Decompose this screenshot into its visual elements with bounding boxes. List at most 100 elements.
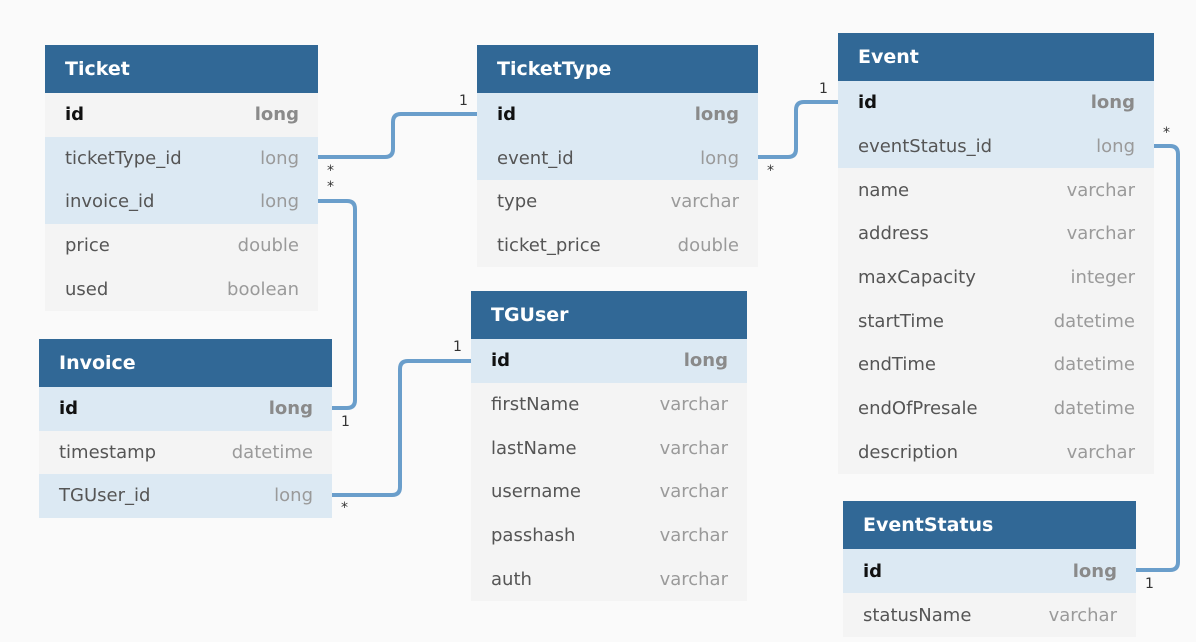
column-name: lastName (491, 437, 577, 459)
table-row: statusName varchar (843, 593, 1136, 637)
column-type: double (237, 235, 299, 257)
column-name: id (497, 104, 517, 126)
column-name: event_id (497, 147, 574, 169)
column-type: varchar (1066, 441, 1135, 463)
column-name: maxCapacity (858, 267, 976, 289)
column-type: varchar (659, 568, 728, 590)
column-type: double (677, 235, 739, 257)
column-type: varchar (1066, 179, 1135, 201)
table-tickettype[interactable]: TicketType id long event_id long type varch… (477, 45, 758, 268)
table-row: maxCapacity integer (838, 256, 1154, 300)
column-name: type (497, 191, 538, 213)
column-name: passhash (491, 525, 576, 547)
table-row: ticket_price double (477, 224, 758, 268)
column-name: timestamp (59, 441, 157, 463)
column-type: datetime (1053, 354, 1135, 376)
table-row: endTime datetime (838, 343, 1154, 387)
column-type: varchar (659, 525, 728, 547)
cardinality-label: * (341, 500, 348, 516)
link-ticket-tickettype (316, 112, 479, 159)
column-type: boolean (227, 278, 299, 300)
column-type: long (1090, 92, 1135, 114)
table-header: EventStatus (843, 501, 1136, 549)
column-name: invoice_id (65, 191, 155, 213)
column-name: ticketType_id (65, 147, 182, 169)
table-row: used boolean (45, 267, 318, 311)
table-row: ticketType_id long (45, 136, 318, 181)
column-name: id (59, 398, 79, 420)
column-name: ticket_price (497, 235, 601, 257)
table-row: endOfPresale datetime (838, 387, 1154, 431)
column-type: long (1072, 560, 1117, 582)
column-type: long (268, 398, 313, 420)
cardinality-label: * (767, 163, 774, 179)
column-type: varchar (670, 191, 739, 213)
table-row: passhash varchar (471, 514, 747, 558)
link-invoice-tguser (330, 359, 473, 497)
table-row: id long (471, 339, 747, 383)
column-type: varchar (659, 394, 728, 416)
table-header: Ticket (45, 45, 318, 93)
column-name: id (858, 92, 878, 114)
table-row: id long (477, 93, 758, 137)
column-type: varchar (1048, 604, 1117, 626)
table-row: event_id long (477, 136, 758, 181)
column-type: datetime (1053, 310, 1135, 332)
table-row: TGUser_id long (39, 474, 332, 518)
column-name: username (491, 481, 581, 503)
column-type: long (694, 104, 739, 126)
column-type: integer (1070, 267, 1135, 289)
column-name: price (65, 235, 110, 257)
column-name: endTime (858, 354, 936, 376)
cardinality-label: 1 (453, 339, 462, 355)
column-name: name (858, 179, 910, 201)
table-row: id long (838, 81, 1154, 125)
table-row: username varchar (471, 470, 747, 514)
link-ticket-invoice (316, 199, 357, 410)
column-name: id (491, 350, 511, 372)
cardinality-label: * (327, 179, 334, 195)
column-name: eventStatus_id (858, 136, 993, 158)
cardinality-label: 1 (1145, 576, 1154, 592)
column-type: long (274, 485, 313, 507)
cardinality-label: 1 (341, 414, 350, 430)
column-name: endOfPresale (858, 398, 978, 420)
column-type: long (254, 104, 299, 126)
column-type: varchar (659, 481, 728, 503)
cardinality-label: 1 (459, 93, 468, 109)
table-header: TGUser (471, 291, 747, 339)
column-type: long (683, 350, 728, 372)
table-row: auth varchar (471, 557, 747, 601)
cardinality-label: * (1163, 125, 1170, 141)
column-type: long (700, 147, 739, 169)
table-header: TicketType (477, 45, 758, 93)
column-name: TGUser_id (59, 485, 151, 507)
column-type: long (260, 147, 299, 169)
table-row: id long (39, 387, 332, 431)
table-row: eventStatus_id long (838, 124, 1154, 169)
column-name: description (858, 441, 959, 463)
column-type: long (260, 191, 299, 213)
link-event-eventstatus (1134, 144, 1180, 572)
column-name: startTime (858, 310, 944, 332)
table-row: price double (45, 224, 318, 268)
column-name: statusName (863, 604, 972, 626)
column-name: auth (491, 568, 532, 590)
column-name: used (65, 278, 109, 300)
column-type: varchar (1066, 223, 1135, 245)
column-type: long (1096, 136, 1135, 158)
column-type: datetime (1053, 398, 1135, 420)
cardinality-label: * (327, 163, 334, 179)
